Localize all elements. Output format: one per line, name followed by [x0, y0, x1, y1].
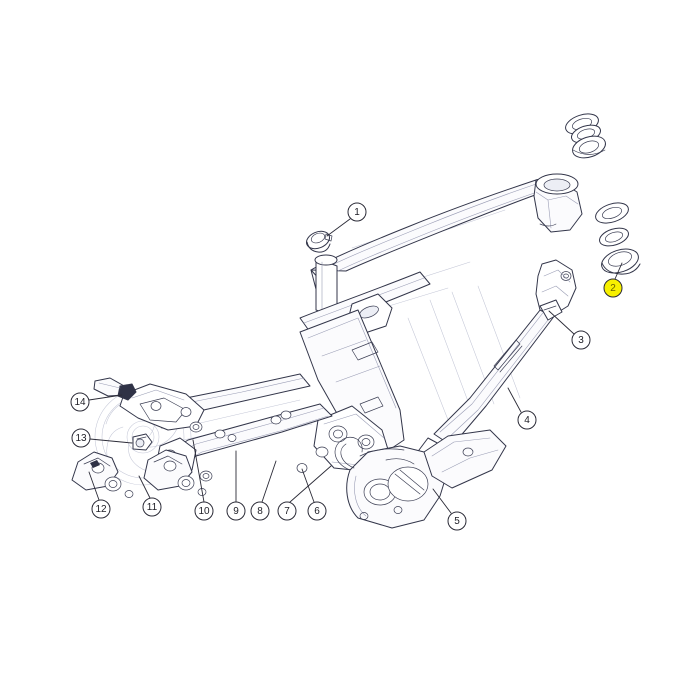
leader-line-12	[88, 471, 100, 501]
callout-5[interactable]: 5	[447, 511, 467, 531]
leader-line-5	[432, 488, 452, 514]
leader-line-13	[89, 438, 133, 444]
part-lower-headset-bearing-cup	[601, 248, 641, 275]
part-dropout-right	[143, 449, 207, 496]
callout-circle-14[interactable]	[70, 392, 90, 412]
callout-circle-1[interactable]	[347, 202, 367, 222]
callout-circle-9[interactable]	[226, 501, 246, 521]
callout-12[interactable]: 12	[91, 499, 111, 519]
callout-circle-5[interactable]	[447, 511, 467, 531]
callout-circle-12[interactable]	[91, 499, 111, 519]
part-axle-hardware	[132, 433, 153, 451]
callout-2[interactable]: 2	[603, 278, 623, 298]
lower-headset-bearing-stack	[595, 202, 641, 275]
callout-circle-11[interactable]	[142, 497, 162, 517]
callout-circle-10[interactable]	[194, 501, 214, 521]
callout-8[interactable]: 8	[250, 501, 270, 521]
callout-10[interactable]: 10	[194, 501, 214, 521]
leader-line-11	[138, 475, 151, 499]
leader-line-10	[192, 439, 205, 503]
callout-4[interactable]: 4	[517, 410, 537, 430]
callout-3[interactable]: 3	[571, 330, 591, 350]
callout-circle-3[interactable]	[571, 330, 591, 350]
part-thru-axle	[93, 377, 137, 401]
part-motor-housing	[334, 429, 507, 529]
callout-circle-6[interactable]	[307, 501, 327, 521]
callout-13[interactable]: 13	[71, 428, 91, 448]
leader-line-8	[261, 460, 277, 503]
part-seat-clamp-collar	[305, 230, 333, 253]
callout-circle-8[interactable]	[250, 501, 270, 521]
callout-9[interactable]: 9	[226, 501, 246, 521]
leader-line-7	[289, 465, 332, 503]
leader-lines	[88, 218, 623, 514]
callout-11[interactable]: 11	[142, 497, 162, 517]
callout-6[interactable]: 6	[307, 501, 327, 521]
leader-line-1	[326, 218, 351, 237]
part-seatstay-link-arm	[535, 259, 577, 321]
callout-circle-4[interactable]	[517, 410, 537, 430]
callout-circle-13[interactable]	[71, 428, 91, 448]
callout-circle-2[interactable]	[603, 278, 623, 298]
leader-line-2	[614, 262, 623, 280]
callout-14[interactable]: 14	[70, 392, 90, 412]
callout-circle-7[interactable]	[277, 501, 297, 521]
leader-line-14	[88, 394, 123, 401]
leader-line-3	[548, 310, 575, 335]
part-dropout-left	[71, 451, 134, 498]
callout-7[interactable]: 7	[277, 501, 297, 521]
leader-line-6	[301, 468, 315, 503]
leader-line-4	[507, 387, 522, 413]
callout-1[interactable]: 1	[347, 202, 367, 222]
upper-headset-bearing-stack	[565, 113, 606, 159]
